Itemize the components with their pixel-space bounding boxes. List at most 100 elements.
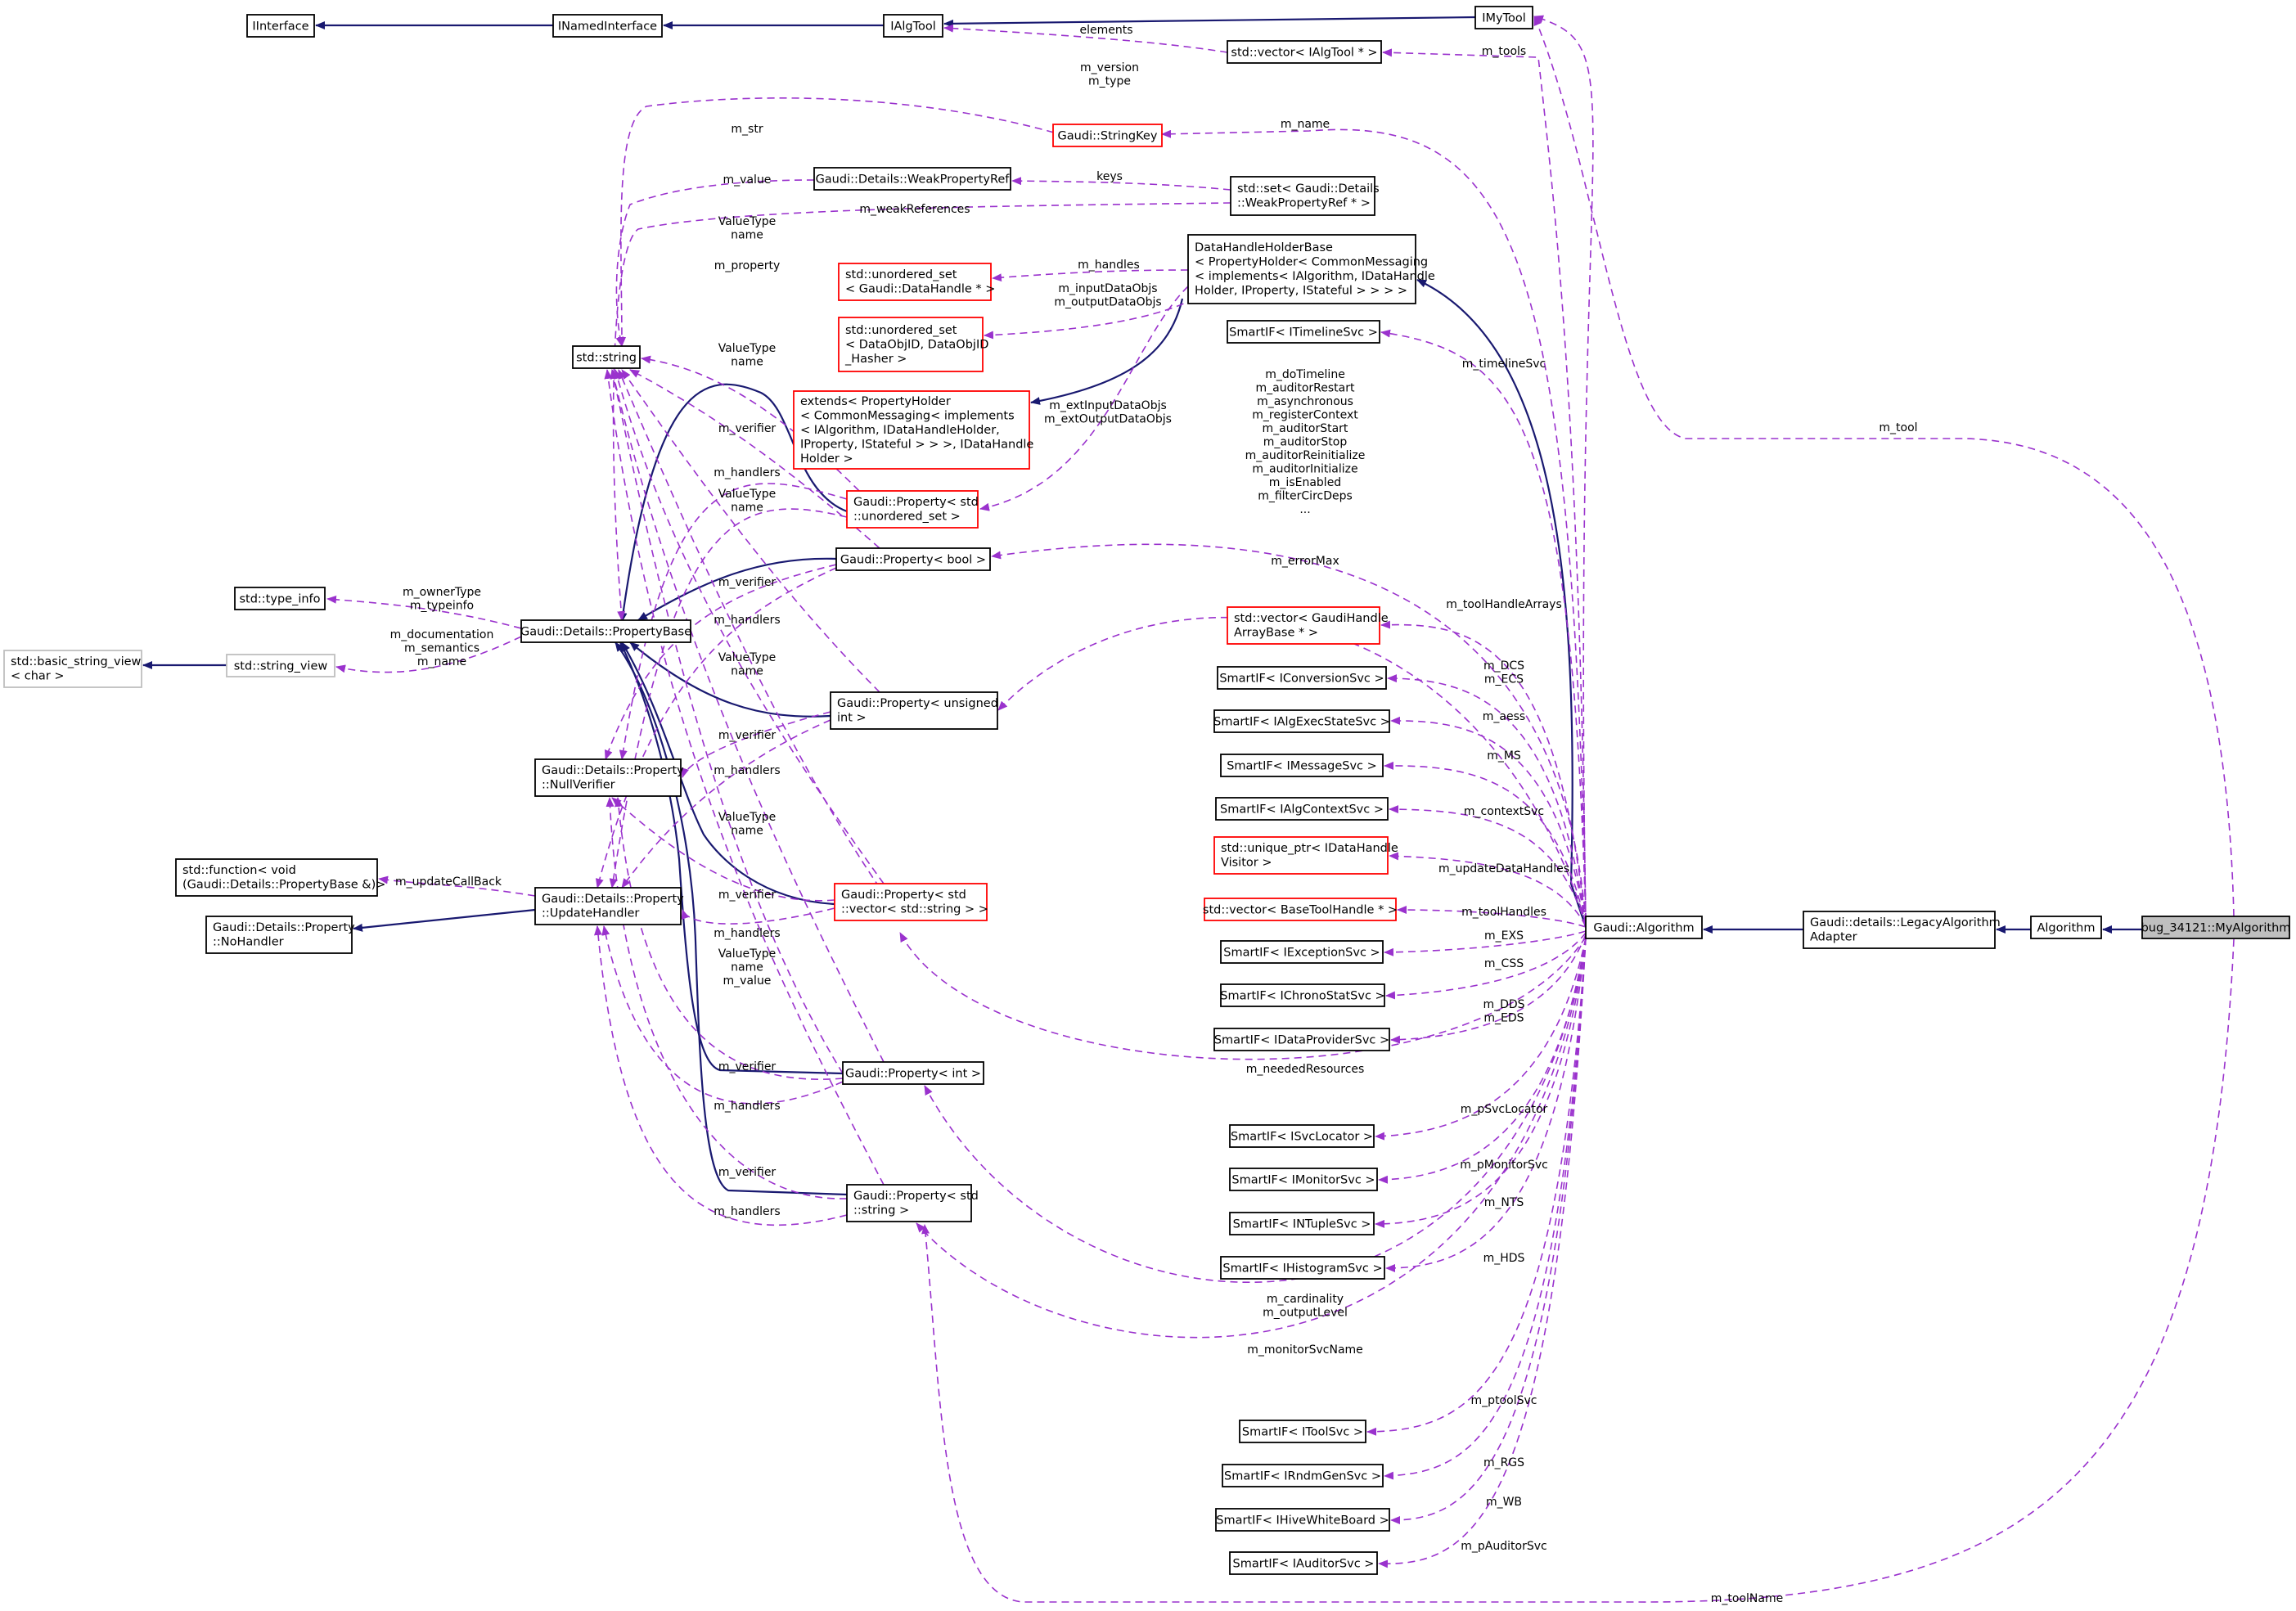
class-node-smartif-dataprovider[interactable]: SmartIF< IDataProviderSvc > — [1213, 1028, 1390, 1051]
node-label: ::WeakPropertyRef * > — [1237, 197, 1371, 210]
class-node-smartif-algexecstate[interactable]: SmartIF< IAlgExecStateSvc > — [1213, 709, 1390, 733]
class-node-datahandleholderbase[interactable]: DataHandleHolderBase< PropertyHolder< Co… — [1187, 234, 1435, 304]
class-node-uset-dataobjid[interactable]: std::unordered_set< DataObjID, DataObjID… — [838, 317, 988, 372]
class-node-prop-bool[interactable]: Gaudi::Property< bool > — [835, 547, 991, 571]
class-node-ialgtool[interactable]: IAlgTool — [883, 14, 943, 38]
member-edge-handlers_uset — [609, 508, 848, 889]
class-node-prop-int[interactable]: Gaudi::Property< int > — [842, 1061, 984, 1085]
edge-label-text: m_auditorRestart — [1256, 382, 1356, 395]
node-label: ::NullVerifier — [542, 779, 615, 792]
class-node-set-weakpropref[interactable]: std::set< Gaudi::Details::WeakPropertyRe… — [1230, 176, 1380, 216]
edge-label-text: m_weakReferences — [859, 203, 970, 216]
class-node-prop-uset[interactable]: Gaudi::Property< std::unordered_set > — [846, 490, 979, 529]
class-node-string-view[interactable]: std::string_view — [226, 654, 335, 677]
node-box — [246, 14, 315, 38]
class-node-smartif-hivewhiteboard[interactable]: SmartIF< IHiveWhiteBoard > — [1215, 1508, 1390, 1532]
class-node-smartif-message[interactable]: SmartIF< IMessageSvc > — [1220, 754, 1384, 777]
edge-label-text: m_DDS — [1483, 998, 1524, 1011]
class-node-type-info[interactable]: std::type_info — [234, 587, 326, 610]
class-node-prop-vec-string[interactable]: Gaudi::Property< std::vector< std::strin… — [834, 883, 988, 921]
class-node-smartif-toolsvc[interactable]: SmartIF< IToolSvc > — [1239, 1420, 1366, 1443]
edge-label-text: m_EDS — [1483, 1012, 1524, 1025]
class-node-smartif-monitor[interactable]: SmartIF< IMonitorSvc > — [1229, 1168, 1378, 1191]
node-box — [846, 490, 979, 529]
class-node-algorithm[interactable]: Algorithm — [2030, 916, 2102, 939]
class-node-extends-propholder[interactable]: extends< PropertyHolder< CommonMessaging… — [793, 390, 1033, 470]
class-node-smartif-exception[interactable]: SmartIF< IExceptionSvc > — [1220, 940, 1384, 964]
class-node-iinterface[interactable]: IInterface — [246, 14, 315, 38]
inheritance-edge-3 — [1416, 279, 1587, 928]
node-box — [520, 619, 691, 643]
class-node-myalgorithm[interactable]: bug_34121::MyAlgorithm — [2141, 916, 2291, 939]
node-box — [1227, 606, 1380, 645]
node-label: std::unordered_set — [845, 324, 957, 337]
edge-label-m-contextsvc: m_contextSvc — [1464, 805, 1544, 818]
class-node-nullverifier[interactable]: Gaudi::Details::Property::NullVerifier — [534, 758, 684, 797]
class-node-prop-string[interactable]: Gaudi::Property< std::string > — [846, 1184, 979, 1222]
node-label: < char > — [11, 670, 65, 683]
node-box — [1213, 709, 1390, 733]
node-label: Gaudi::Details::WeakPropertyRef — [816, 173, 1011, 187]
node-box — [1215, 797, 1389, 821]
class-node-propertybase[interactable]: Gaudi::Details::PropertyBase — [520, 619, 691, 643]
member-edge-m_exs — [1384, 930, 1587, 956]
class-node-smartif-chronostat[interactable]: SmartIF< IChronoStatSvc > — [1220, 983, 1385, 1007]
class-node-inamedinterface[interactable]: INamedInterface — [552, 14, 663, 38]
class-node-smartif-conversion[interactable]: SmartIF< IConversionSvc > — [1217, 666, 1387, 690]
node-box — [1217, 666, 1387, 690]
class-node-smartif-timeline[interactable]: SmartIF< ITimelineSvc > — [1227, 320, 1380, 344]
class-node-vec-basetoolhandle[interactable]: std::vector< BaseToolHandle * > — [1203, 898, 1398, 921]
edge-label-verifier-int: m_verifier — [718, 1060, 777, 1073]
member-edge-m_timelinesvc — [1380, 329, 1587, 922]
class-node-basic-string-view[interactable]: std::basic_string_view< char > — [3, 650, 142, 688]
class-node-nohandler[interactable]: Gaudi::Details::Property::NoHandler — [205, 916, 355, 954]
node-label: IProperty, IStateful > > >, IDataHandle — [800, 438, 1033, 451]
edge-label-text: m_timelineSvc — [1462, 358, 1546, 371]
edge-label-text: m_value — [723, 974, 772, 988]
class-node-uset-datahandle[interactable]: std::unordered_set< Gaudi::DataHandle * … — [838, 263, 995, 301]
node-box — [2030, 916, 2102, 939]
edge-label-text: m_contextSvc — [1464, 805, 1544, 818]
class-node-gaudi-algorithm[interactable]: Gaudi::Algorithm — [1585, 916, 1703, 939]
class-node-smartif-algcontext[interactable]: SmartIF< IAlgContextSvc > — [1215, 797, 1389, 821]
edge-label-handlers-bool: m_handlers — [714, 614, 780, 627]
class-node-weakpropref[interactable]: Gaudi::Details::WeakPropertyRef — [813, 167, 1011, 191]
class-node-smartif-histogram[interactable]: SmartIF< IHistogramSvc > — [1220, 1256, 1385, 1280]
node-label: Gaudi::Details::PropertyBase — [520, 626, 691, 639]
edge-label-text: m_handlers — [714, 466, 780, 479]
node-label: SmartIF< ITimelineSvc > — [1229, 326, 1378, 340]
member-edge-verifier_vec — [611, 797, 835, 902]
edges-layer — [142, 15, 2235, 1603]
class-node-vec-ialgtool[interactable]: std::vector< IAlgTool * > — [1227, 40, 1382, 64]
node-box — [1227, 320, 1380, 344]
edge-label-text: m_auditorInitialize — [1252, 463, 1357, 476]
edge-label-m-updatedatahandles: m_updateDataHandles — [1438, 862, 1569, 875]
node-label: Gaudi::StringKey — [1058, 130, 1158, 143]
class-node-updatehandler[interactable]: Gaudi::Details::Property::UpdateHandler — [534, 887, 684, 925]
class-node-smartif-ntuple[interactable]: SmartIF< INTupleSvc > — [1229, 1212, 1375, 1235]
edge-label-m-hds: m_HDS — [1483, 1252, 1525, 1265]
edge-label-text: m_neededResources — [1246, 1063, 1365, 1076]
class-node-imytool[interactable]: IMyTool — [1474, 6, 1533, 29]
node-label: Gaudi::Property< bool > — [840, 554, 986, 567]
node-label: Gaudi::Details::Property — [542, 893, 684, 906]
class-node-smartif-svclocator[interactable]: SmartIF< ISvcLocator > — [1229, 1124, 1375, 1148]
node-box — [175, 858, 378, 897]
class-node-std-function[interactable]: std::function< void(Gaudi::Details::Prop… — [175, 858, 385, 897]
class-node-smartif-rndmgen[interactable]: SmartIF< IRndmGenSvc > — [1222, 1464, 1384, 1487]
node-label: ::string > — [853, 1204, 909, 1217]
class-node-smartif-auditor[interactable]: SmartIF< IAuditorSvc > — [1229, 1551, 1378, 1575]
class-node-stringkey[interactable]: Gaudi::StringKey — [1052, 124, 1163, 147]
edge-label-elements: elements — [1079, 24, 1132, 37]
edge-label-text: m_handlers — [714, 764, 780, 777]
node-label: IAlgTool — [890, 20, 936, 34]
edge-label-handlers-string: m_handlers — [714, 1205, 780, 1218]
class-node-std-string[interactable]: std::string — [572, 345, 641, 369]
node-label: extends< PropertyHolder — [800, 395, 951, 408]
